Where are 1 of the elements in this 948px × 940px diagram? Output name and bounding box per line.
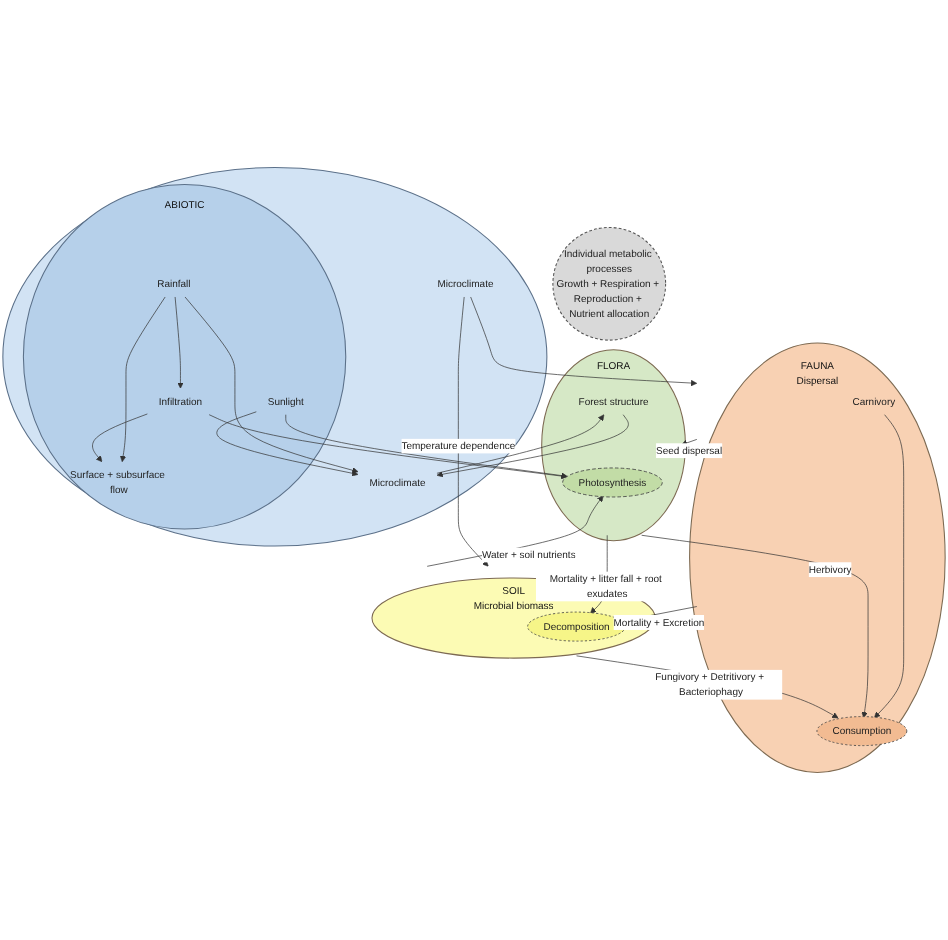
cluster [2,166,548,547]
